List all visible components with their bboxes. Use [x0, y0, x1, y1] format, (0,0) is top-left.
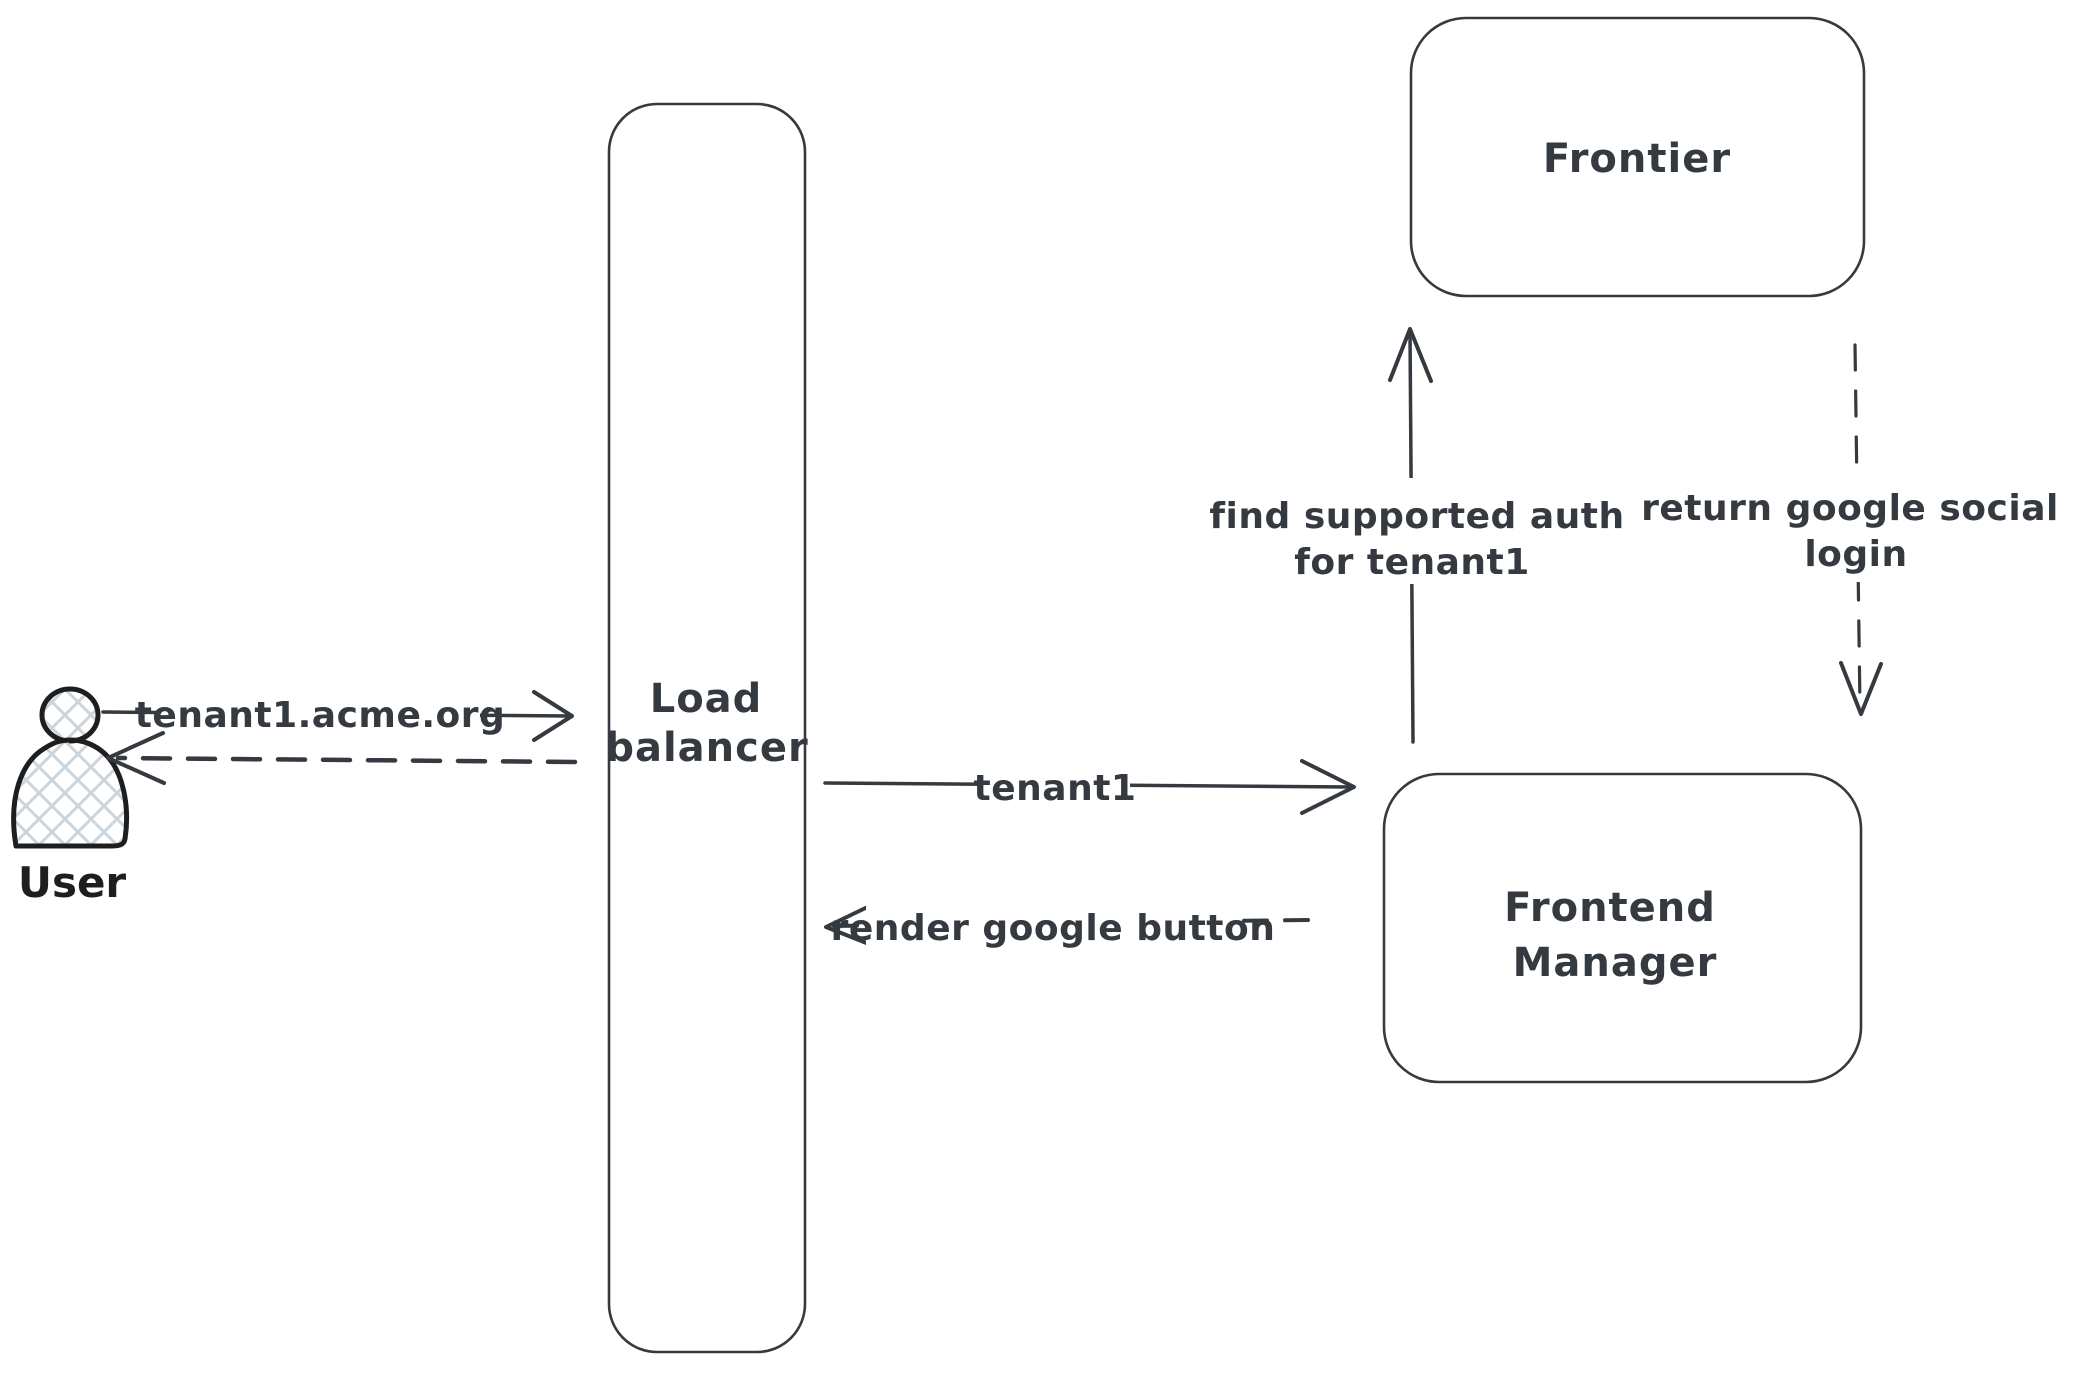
arrow-frontier-to-frontend-manager-line [1853, 343, 1862, 710]
arrow-user-to-load-balancer: tenant1.acme.org [101, 682, 574, 742]
arrow-frontend-manager-to-frontier-label-line2: for tenant1 [1294, 542, 1530, 583]
frontier-label: Frontier [1543, 136, 1731, 182]
frontend-manager-box [1382, 772, 1863, 1084]
arrow-load-balancer-to-frontend-manager-label: tenant1 [974, 768, 1137, 809]
arrow-frontend-manager-to-frontier-label-line1: find supported auth [1209, 496, 1624, 537]
arrow-frontier-to-frontend-manager: return google social login [1641, 343, 2059, 716]
edge-label-background [160, 682, 480, 738]
arrow-right-head-icon [1300, 759, 1356, 815]
arrow-load-balancer-to-user [106, 731, 578, 785]
user-head-icon [39, 686, 101, 744]
load-balancer-label-line2: balancer [605, 725, 808, 771]
arrow-frontier-to-frontend-manager-label-line1: return google social [1641, 488, 2059, 529]
arrow-load-balancer-to-user-line [115, 755, 578, 765]
arrow-frontend-manager-to-load-balancer-label: render google button [831, 908, 1276, 949]
arrow-down-head-icon [1839, 661, 1883, 716]
load-balancer-node: Load balancer [605, 102, 808, 1354]
edge-label-background [1205, 478, 1629, 584]
frontier-box [1409, 16, 1866, 298]
arrow-right-head-icon [532, 690, 574, 742]
arrow-left-head-icon [824, 900, 881, 950]
arrow-left-head-icon [106, 731, 166, 785]
arrow-load-balancer-to-frontend-manager: tenant1 [823, 758, 1356, 815]
arrow-user-to-load-balancer-label: tenant1.acme.org [135, 695, 506, 736]
frontend-manager-label-line1: Frontend [1504, 885, 1716, 931]
load-balancer-label-line1: Load [650, 676, 763, 722]
arrow-up-head-icon [1388, 327, 1433, 383]
edge-label-background [980, 758, 1130, 810]
edge-label-background [1650, 472, 2056, 582]
frontier-node: Frontier [1409, 16, 1866, 298]
user-body-icon [11, 737, 130, 849]
user-node: User [11, 686, 130, 907]
arrow-frontend-manager-to-frontier: find supported auth for tenant1 [1205, 327, 1629, 744]
frontend-manager-label-line2: Manager [1513, 940, 1718, 986]
load-balancer-box [607, 102, 807, 1354]
edge-label-background [866, 886, 1240, 956]
frontend-manager-node: Frontend Manager [1382, 772, 1863, 1084]
user-label: User [18, 858, 127, 907]
arrow-frontend-manager-to-load-balancer: render google button [824, 886, 1310, 956]
arrow-frontier-to-frontend-manager-label-line2: login [1804, 534, 1907, 575]
